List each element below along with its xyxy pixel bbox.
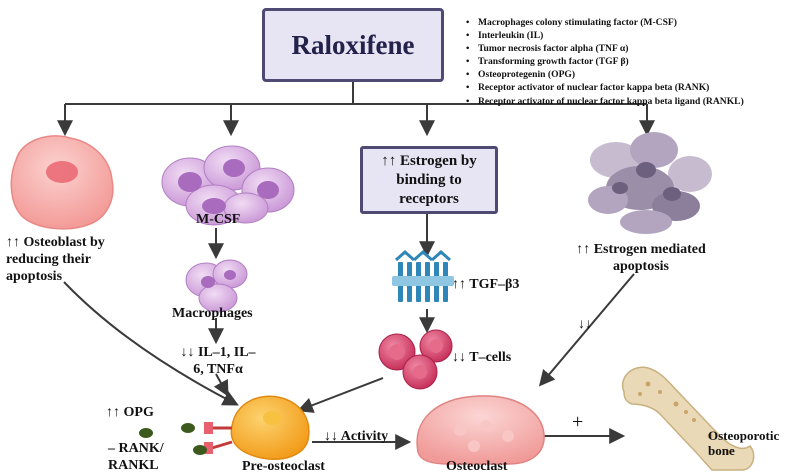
legend-item: Interleukin (IL)	[466, 29, 744, 42]
estrogen-receptor-box: ↑↑ Estrogen by binding to receptors	[360, 146, 498, 214]
macrophages-label: Macrophages	[172, 306, 253, 321]
interleukin-label: ↓↓ IL–1, IL–6, TNFα	[180, 345, 256, 377]
decrease-arrows-label: ↓↓	[578, 317, 592, 332]
mcsf-label: M-CSF	[196, 212, 241, 227]
macrophage-cluster	[161, 145, 295, 226]
opg-label: ↑↑ OPG	[106, 405, 154, 420]
t-cells-label: ↓↓ T–cells	[452, 350, 512, 365]
legend-item: Receptor activator of nuclear factor kap…	[466, 95, 744, 108]
osteoporotic-bone	[621, 366, 755, 471]
macrophages-small	[185, 259, 248, 313]
t-cells	[378, 329, 453, 390]
legend-item: Receptor activator of nuclear factor kap…	[466, 81, 744, 94]
legend-item: Osteoprotegenin (OPG)	[466, 68, 744, 81]
osteoblast-cell	[10, 135, 114, 230]
osteoclast-label: Osteoclast	[446, 459, 508, 474]
pre-osteoclast-label: Pre-osteoclast	[242, 459, 325, 474]
osteoblast-label: ↑↑ Osteoblast by reducing their apoptosi…	[6, 235, 105, 284]
estrogen-apoptosis-label: ↑↑ Estrogen mediated apoptosis	[576, 242, 706, 274]
tgf-beta3-label: ↑↑ TGF–β3	[452, 277, 520, 292]
flow-arrows	[63, 214, 635, 450]
legend-item: Macrophages colony stimulating factor (M…	[466, 16, 744, 29]
legend-item: Tumor necrosis factor alpha (TNF α)	[466, 42, 744, 55]
activity-label: ↓↓ Activity	[324, 429, 389, 444]
osteoporotic-bone-label: Osteoporotic bone	[708, 428, 780, 458]
estrogen-receptor-label: ↑↑ Estrogen by binding to receptors	[381, 152, 477, 207]
tgf-receptors	[392, 249, 454, 302]
raloxifene-title: Raloxifene	[291, 29, 415, 60]
abbreviation-legend: Macrophages colony stimulating factor (M…	[466, 16, 744, 108]
osteoclast-cell	[416, 395, 545, 465]
pre-osteoclast-cell	[204, 395, 310, 460]
legend-item: Transforming growth factor (TGF β)	[466, 55, 744, 68]
apoptotic-cell-cluster	[588, 132, 712, 234]
raloxifene-title-box: Raloxifene	[262, 8, 444, 82]
plus-sign: +	[572, 411, 584, 433]
rank-rankl-label: – RANK/ RANKL	[108, 441, 164, 473]
opg-molecules	[139, 423, 207, 455]
